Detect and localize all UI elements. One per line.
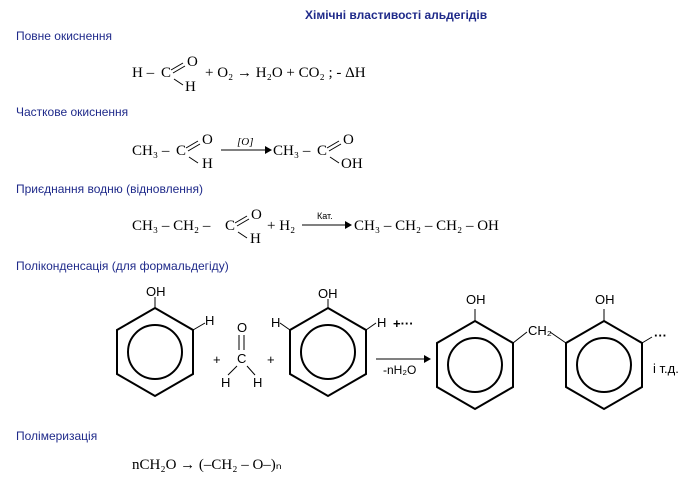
eq1-carbon: C <box>161 65 171 81</box>
eq2-arrow-head <box>265 146 272 154</box>
plus-1: + <box>213 352 221 367</box>
oh-label-2: OH <box>318 286 338 301</box>
eq3-arrow-head <box>345 221 352 229</box>
eq2-left: CH₃ – <box>132 143 170 159</box>
eq2-double-bond-c <box>326 140 340 149</box>
page-title: Хімічні властивості альдегідів <box>305 8 488 22</box>
eq2-carbon: C <box>176 143 186 159</box>
eq1-h-left: H – <box>132 65 155 81</box>
equation-polymerization: nCH₂O → (–CH₂ – O–)ₙ <box>132 457 282 473</box>
eq2-hydroxyl: OH <box>341 156 363 172</box>
svg-text:O: O <box>237 320 247 335</box>
h-label-1: H <box>205 313 214 328</box>
heading-polycondensation: Поліконденсація (для формальдегіду) <box>16 259 229 273</box>
ch2-bridge-label: CH₂ <box>528 323 552 338</box>
eq2-arrow-label: [O] <box>237 136 254 148</box>
eq1-double-bond-b <box>172 65 186 74</box>
eq2-double-bond-d <box>328 143 342 152</box>
eq2-oxygen: O <box>202 132 213 148</box>
eq3-right: CH₃ – CH₂ – CH₂ – OH <box>354 218 499 234</box>
equation-hydrogenation: CH₃ – CH₂ – C O H + H₂ Кат. CH₃ – CH₂ – … <box>132 207 499 247</box>
eq1-single-bond <box>173 78 184 86</box>
equation-polycondensation: OH H + O C H H + OH H H +··· -nH₂O OH CH… <box>116 284 679 411</box>
eq2-carbon-2: C <box>317 143 327 159</box>
eq2-single-bond-2 <box>329 156 340 164</box>
heading-polymerization: Полімеризація <box>16 429 98 443</box>
heading-full-oxidation: Повне окиснення <box>16 29 112 43</box>
eq1-rest: + O₂ → H₂O + CO₂ ; - ΔH <box>205 65 366 81</box>
equation-full-oxidation: H – C O H + O₂ → H₂O + CO₂ ; - ΔH <box>132 54 366 95</box>
oh-label-3: OH <box>466 292 486 307</box>
eq2-oxygen-2: O <box>343 132 354 148</box>
etc-label: і т.д. <box>653 361 679 376</box>
eq3-left: CH₃ – CH₂ – <box>132 218 211 234</box>
heading-hydrogenation: Приєднання водню (відновлення) <box>16 182 203 196</box>
eq2-single-bond <box>188 156 199 164</box>
eq3-double-bond-b <box>236 218 250 227</box>
eq1-double-bond-a <box>170 62 184 71</box>
oh-label-4: OH <box>595 292 615 307</box>
phenol-ring-1 <box>116 297 206 398</box>
plus-2: + <box>267 352 275 367</box>
eq1-oxygen: O <box>187 54 198 70</box>
svg-text:C: C <box>237 351 246 366</box>
h-label-2: H <box>271 315 280 330</box>
svg-text:H: H <box>221 375 230 390</box>
product-ring-1 <box>436 309 528 411</box>
eq3-carbon: C <box>225 218 235 234</box>
formaldehyde-structure: O C H H <box>221 320 262 390</box>
eq3-single-bond <box>237 231 248 239</box>
eq3-oxygen: O <box>251 207 262 223</box>
phenol-ring-2 <box>279 299 377 398</box>
eq2-hydrogen: H <box>202 156 213 172</box>
h-label-3: H <box>377 315 386 330</box>
eq4-arrow-head <box>424 355 431 363</box>
svg-text:H: H <box>253 375 262 390</box>
product-ring-2 <box>549 309 653 411</box>
eq4-arrow-label: -nH₂O <box>383 363 416 377</box>
eq3-double-bond-a <box>234 215 248 224</box>
eq3-hydrogen: H <box>250 231 261 247</box>
eq3-arrow-label: Кат. <box>317 211 333 221</box>
eq2-right: CH₃ – <box>273 143 311 159</box>
eq1-hydrogen: H <box>185 79 196 95</box>
eq2-double-bond-b <box>187 143 201 152</box>
heading-partial-oxidation: Часткове окиснення <box>16 105 129 119</box>
plus-dots: +··· <box>393 316 414 331</box>
equation-partial-oxidation: CH₃ – C O H [O] CH₃ – C O OH <box>132 132 363 172</box>
oh-label-1: OH <box>146 284 166 299</box>
eq3-plus-h2: + H₂ <box>267 218 295 234</box>
continuation-dots: ··· <box>654 328 667 343</box>
eq2-double-bond-a <box>185 140 199 149</box>
